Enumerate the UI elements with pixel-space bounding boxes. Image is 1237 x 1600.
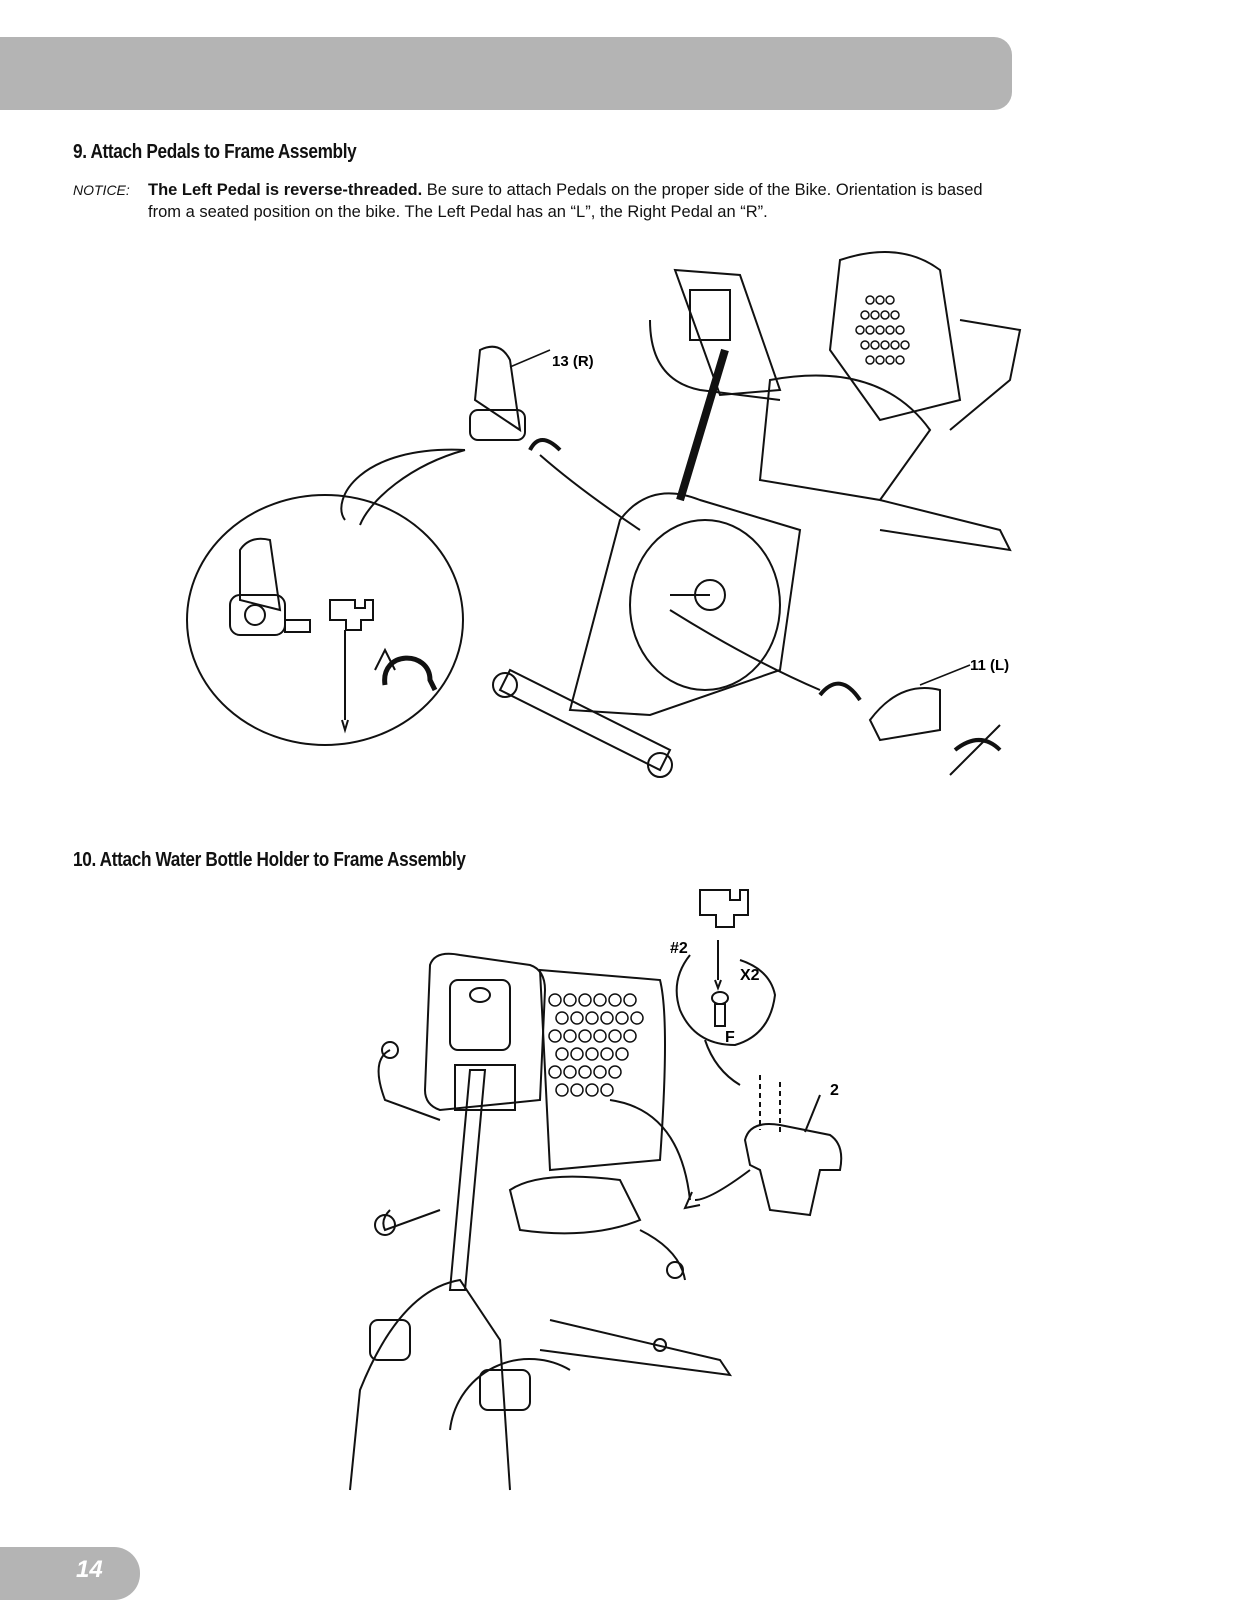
part-label: 2 — [830, 1082, 839, 1099]
screw-label: F — [725, 1029, 735, 1046]
notice-text: Be sure to attach Pedals on the proper s… — [422, 181, 983, 199]
bottle-holder-illustration: #2 X2 F 2 — [349, 889, 843, 1491]
header-band — [0, 37, 1012, 110]
tool-label: #2 — [670, 940, 688, 957]
step9-notice: NOTICE: The Left Pedal is reverse-threade… — [73, 179, 1193, 223]
notice-label: NOTICE: — [73, 182, 130, 198]
page-number-tab — [0, 1547, 140, 1600]
callout-11l: 11 (L) — [970, 657, 1009, 674]
callout-13r: 13 (R) — [552, 353, 594, 370]
step10-heading: 10. Attach Water Bottle Holder to Frame … — [73, 849, 466, 871]
notice-bold: The Left Pedal is reverse-threaded. — [148, 181, 423, 199]
step9-heading: 9. Attach Pedals to Frame Assembly — [73, 141, 357, 163]
pedal-assembly-illustration: 13 (R) 11 (L) — [186, 251, 1022, 778]
quantity-label: X2 — [740, 967, 760, 984]
page-number: 14 — [76, 1556, 103, 1583]
notice-line2: from a seated position on the bike. The … — [148, 203, 768, 221]
